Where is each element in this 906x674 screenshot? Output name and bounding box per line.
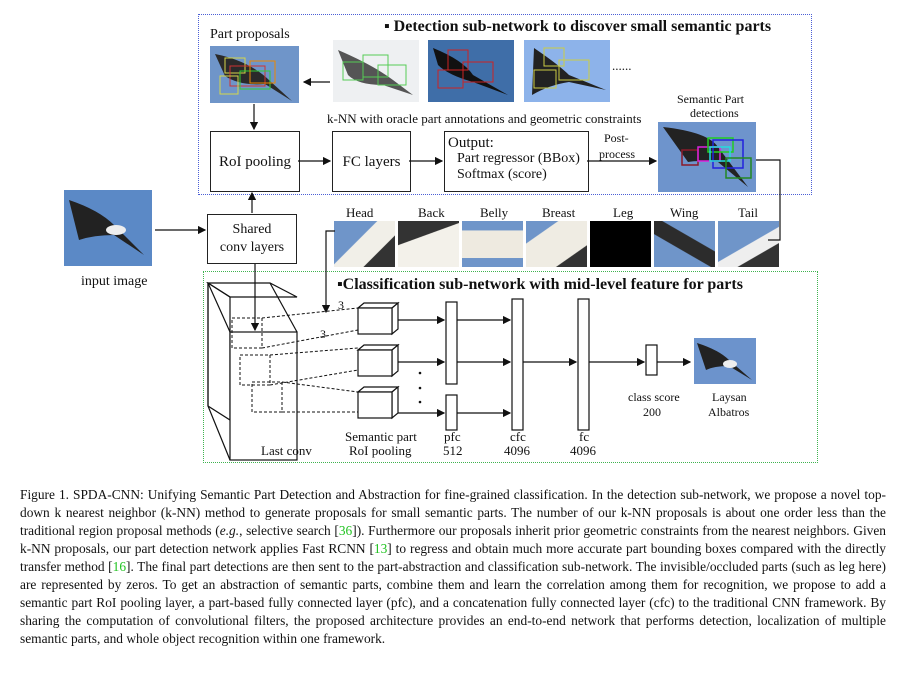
part-label-back: Back (418, 205, 445, 220)
output-box: Output: Part regressor (BBox) Softmax (s… (444, 131, 589, 192)
part-label-breast: Breast (542, 205, 576, 220)
caption-text-3: ]). Furthermore our proposals inherit pr… (20, 523, 886, 556)
part-label-head: Head (346, 205, 374, 220)
roi-pooling-box: RoI pooling (210, 131, 300, 192)
part-image-tail (718, 221, 779, 267)
parts-strip: Head Back Belly Breast Leg Wing Tail (332, 205, 782, 267)
semantic-part-detections-image (658, 122, 756, 192)
part-label-tail: Tail (738, 205, 759, 220)
citation-16[interactable]: 16 (112, 559, 127, 574)
fc-layers-box: FC layers (332, 131, 411, 192)
semantic-part-roi-label-1: Semantic part (345, 429, 417, 444)
part-label-leg: Leg (613, 205, 634, 220)
part-image-back (398, 221, 459, 267)
caption-text-4: ] to regress and obtain much more accura… (20, 541, 886, 574)
part-image-head (334, 221, 395, 267)
output-line-1: Part regressor (BBox) (457, 151, 580, 166)
shared-conv-line-1: Shared (232, 222, 272, 237)
class-score-label: class score (628, 390, 680, 404)
bird-with-proposals-icon (215, 54, 292, 101)
caption-text-1: Figure 1. SPDA-CNN: Unifying Semantic Pa… (20, 487, 886, 538)
caption-text-2: , selective search [ (239, 523, 339, 538)
dim-label-3a: 3 (338, 298, 344, 312)
shared-conv-line-2: conv layers (219, 240, 285, 255)
pfc-dim-label: 512 (443, 443, 463, 458)
fc-label: fc (579, 429, 590, 444)
dim-label-3b: 3 (320, 327, 326, 341)
caption-eg: e.g. (219, 523, 240, 538)
cfc-dim-label: 4096 (504, 443, 530, 458)
semantic-part-label-2: detections (690, 106, 739, 120)
classification-subnetwork-frame (203, 271, 818, 463)
input-image (64, 190, 152, 266)
part-image-breast (526, 221, 587, 267)
caption-text-5: ]. The final part detections are then se… (20, 559, 886, 646)
class-score-dim-label: 200 (643, 405, 661, 419)
diagram-connectors (155, 77, 781, 461)
cfc-label: cfc (510, 429, 526, 444)
ellipsis: ...... (612, 58, 632, 73)
knn-neighbor-image-1 (333, 40, 419, 102)
classification-title: ▪Classification sub-network with mid-lev… (337, 276, 743, 293)
citation-36[interactable]: 36 (338, 523, 353, 538)
semantic-part-label-1: Semantic Part (677, 92, 744, 106)
figure-caption: Figure 1. SPDA-CNN: Unifying Semantic Pa… (20, 486, 886, 648)
detection-title: ▪ Detection sub-network to discover smal… (384, 18, 772, 35)
knn-neighbor-image-3 (524, 40, 610, 102)
semantic-part-roi-label-2: RoI pooling (349, 443, 412, 458)
input-image-label: input image (81, 274, 148, 289)
part-label-wing: Wing (670, 205, 699, 220)
part-proposals-image (210, 46, 299, 103)
result-bird-image (694, 338, 756, 384)
part-proposals-label: Part proposals (210, 27, 290, 42)
result-label-2: Albatros (708, 405, 750, 419)
knn-neighbor-image-2 (428, 40, 514, 102)
part-image-wing (654, 221, 715, 267)
part-image-belly (462, 221, 523, 267)
detection-subnetwork-frame (198, 14, 812, 195)
post-process-label-1: Post- (604, 131, 629, 145)
post-process-label-2: process (599, 147, 635, 161)
output-title: Output: (448, 135, 494, 151)
citation-13[interactable]: 13 (373, 541, 388, 556)
fc-dim-label: 4096 (570, 443, 596, 458)
pfc-label: pfc (444, 429, 461, 444)
output-line-2: Softmax (score) (457, 167, 547, 182)
last-conv-label: Last conv (261, 443, 312, 458)
shared-conv-box: Shared conv layers (207, 214, 297, 264)
result-label-1: Laysan (712, 390, 747, 404)
knn-caption: k-NN with oracle part annotations and ge… (327, 111, 642, 126)
part-label-belly: Belly (480, 205, 509, 220)
part-image-leg (590, 221, 651, 267)
